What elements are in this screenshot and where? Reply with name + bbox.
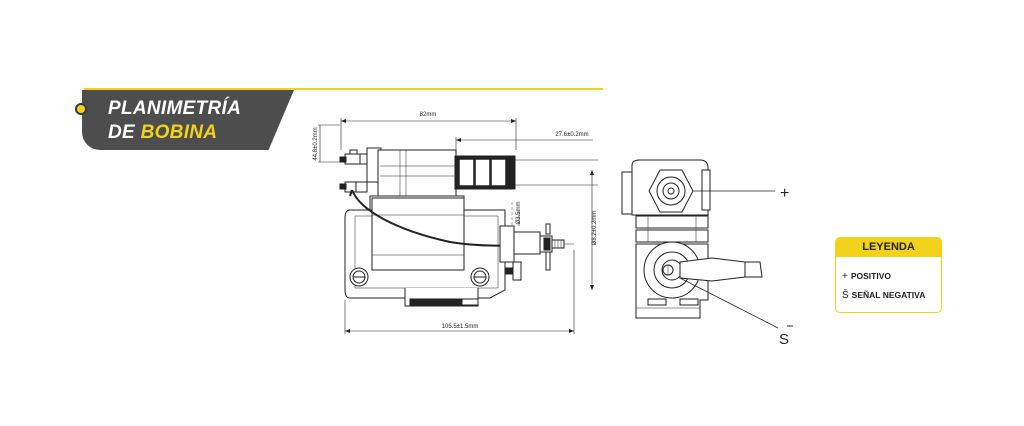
title-banner: [82, 90, 294, 150]
legend-negative-label: SEÑAL NEGATIVA: [851, 290, 926, 300]
title-line-2: DE BOBINA: [108, 122, 217, 144]
title-line-1: PLANIMETRÍA: [108, 98, 242, 119]
title-prefix: DE: [108, 122, 141, 143]
front-view: [621, 159, 779, 329]
title-accent: BOBINA: [140, 122, 218, 143]
legend-negative-symbol: S̄: [842, 290, 849, 301]
legend-header: LEYENDA: [836, 238, 941, 257]
dim-width-top: 82mm: [420, 112, 437, 118]
side-view: 82mm 27.6±0.2mm 44.8±0.2mm: [313, 112, 598, 334]
legend-item-negative: S̄SEÑAL NEGATIVA: [842, 290, 925, 301]
legend-positive-symbol: +: [842, 271, 848, 282]
dim-offset: 27.6±0.2mm: [555, 132, 588, 138]
legend-item-positive: +POSITIVO: [842, 271, 891, 282]
dim-height-left: 44.8±0.2mm: [313, 127, 319, 160]
terminal-positive-label: +: [780, 185, 789, 202]
legend-box: LEYENDA +POSITIVO S̄SEÑAL NEGATIVA: [835, 237, 942, 313]
dim-bore: Ø3.5mm: [516, 201, 522, 224]
legend-positive-label: POSITIVO: [850, 271, 891, 281]
terminal-negative-label: S: [779, 331, 789, 348]
dim-diameter: Ø8.2±0.2mm: [592, 211, 598, 246]
dim-width-bottom: 105.5±1.5mm: [442, 324, 479, 330]
title-bullet-icon: [75, 103, 87, 115]
header-rule: [84, 88, 603, 90]
